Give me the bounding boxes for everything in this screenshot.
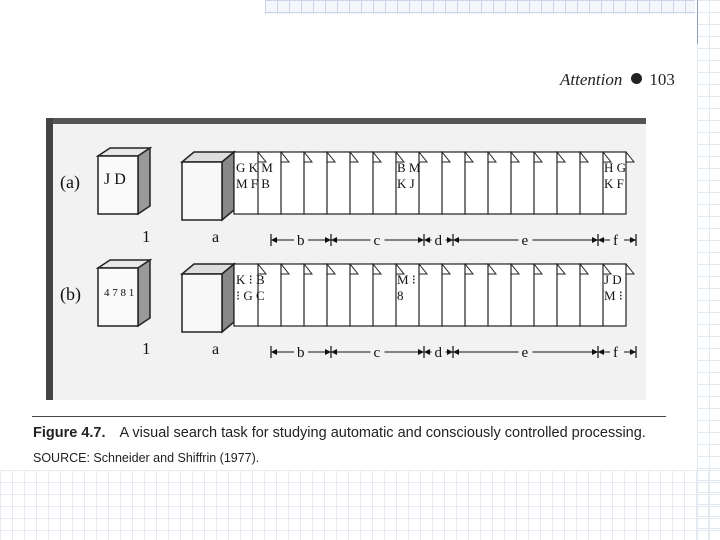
figure-left-border <box>46 118 53 400</box>
arrow-head <box>331 349 337 355</box>
display-frame <box>233 263 259 327</box>
page-number: 103 <box>649 70 675 89</box>
mask-box-side <box>221 262 235 334</box>
arrow-head <box>592 237 598 243</box>
figure-diagram: (a) J D 1 a G K MM F B B MK J H GK F b c d e f (b) 4 … <box>46 118 646 400</box>
interval-label: d <box>435 233 443 249</box>
display-frame <box>348 151 374 215</box>
frame-characters-line2: ⁝ G C <box>236 288 265 303</box>
frame-characters-line1: J D <box>604 272 622 287</box>
interval-label: e <box>522 345 529 361</box>
memory-box-front <box>97 267 139 327</box>
page-header: Attention 103 <box>560 70 675 90</box>
running-title: Attention <box>560 70 623 89</box>
display-frame <box>233 151 259 215</box>
caption-rule <box>32 416 666 417</box>
arrow-head <box>418 349 424 355</box>
frame-characters-line1: G K M <box>236 160 273 175</box>
arrow-head <box>630 237 636 243</box>
mask-label: a <box>212 229 219 246</box>
memory-load-label: 1 <box>142 227 151 246</box>
frame-characters-line1: B M <box>397 160 421 175</box>
row-label: (a) <box>60 172 80 193</box>
interval-label: b <box>297 233 305 249</box>
display-frame <box>601 263 627 327</box>
arrow-head <box>271 237 277 243</box>
figure-label: Figure 4.7. <box>33 425 106 441</box>
arrow-head <box>418 237 424 243</box>
figure-caption-text: A visual search task for studying automa… <box>119 425 646 441</box>
interval-label: b <box>297 345 305 361</box>
frame-characters-line2: M ⁝ <box>604 288 623 303</box>
frame-characters-line2: K F <box>604 176 624 191</box>
row-label: (b) <box>60 284 81 305</box>
frame-characters-line1: H G <box>604 160 626 175</box>
interval-label: f <box>613 233 618 249</box>
mask-box-front <box>181 161 223 221</box>
frame-characters-line1: M ⁝ <box>397 272 416 287</box>
memory-load-label: 1 <box>142 339 151 358</box>
bullet-icon <box>631 73 643 84</box>
memory-box-side <box>137 146 151 216</box>
arrow-head <box>592 349 598 355</box>
arrow-head <box>325 349 331 355</box>
frame-characters-line2: K J <box>397 176 415 191</box>
frame-characters-line2: 8 <box>397 288 404 303</box>
decorative-grid-right <box>697 0 720 540</box>
arrow-head <box>598 237 604 243</box>
figure-top-border <box>46 118 646 124</box>
arrow-head <box>271 349 277 355</box>
arrow-head <box>424 237 430 243</box>
figure-source: SOURCE: Schneider and Shiffrin (1977). <box>33 451 260 465</box>
memory-box-front <box>97 155 139 215</box>
arrow-head <box>447 237 453 243</box>
arrow-head <box>453 349 459 355</box>
interval-label: d <box>435 345 443 361</box>
decorative-rule <box>697 0 698 44</box>
arrow-head <box>424 349 430 355</box>
frame-characters-line2: M F B <box>236 176 270 191</box>
arrow-head <box>447 349 453 355</box>
memory-box-side <box>137 258 151 328</box>
mask-box-front <box>181 273 223 333</box>
interval-label: c <box>374 345 381 361</box>
arrow-head <box>598 349 604 355</box>
interval-label: e <box>522 233 529 249</box>
arrow-head <box>453 237 459 243</box>
figure-caption: Figure 4.7. A visual search task for stud… <box>33 425 646 441</box>
decorative-grid-bottom <box>0 470 720 540</box>
interval-label: c <box>374 233 381 249</box>
interval-label: f <box>613 345 618 361</box>
arrow-head <box>325 237 331 243</box>
frame-characters-line1: K ⁝ B <box>236 272 265 287</box>
arrow-head <box>630 349 636 355</box>
arrow-head <box>331 237 337 243</box>
mask-label: a <box>212 341 219 358</box>
mask-box-side <box>221 150 235 222</box>
memory-set-text: J D <box>104 171 126 188</box>
memory-set-text: 4 7 8 1 <box>104 287 134 299</box>
decorative-grid-band <box>265 0 695 14</box>
